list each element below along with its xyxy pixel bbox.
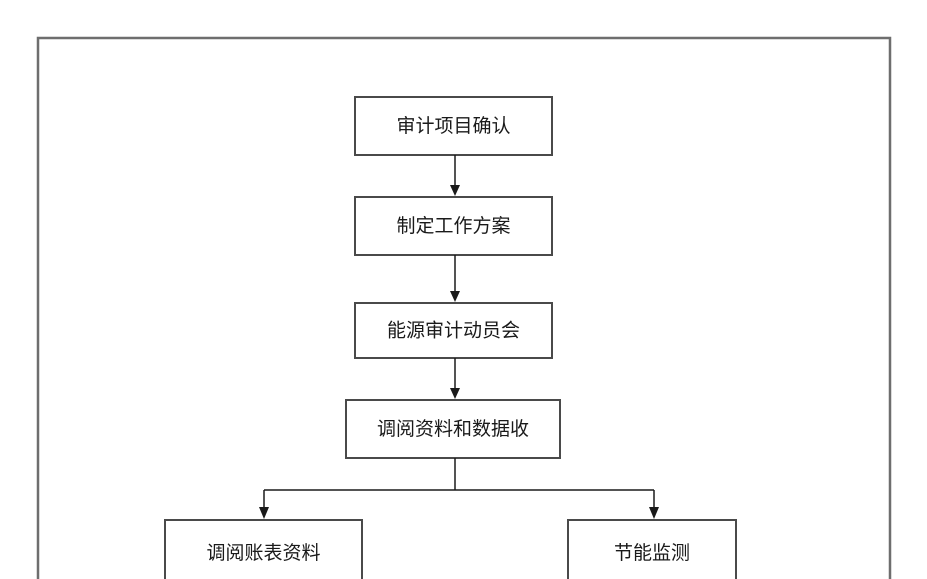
node-audit-project-confirmation: 审计项目确认 [354,96,553,156]
node-review-ledgers: 调阅账表资料 [164,519,363,579]
outer-frame [36,36,892,579]
node-label: 节能监测 [614,542,690,564]
node-kickoff-meeting: 能源审计动员会 [354,302,553,359]
node-work-plan: 制定工作方案 [354,196,553,256]
node-energy-monitoring: 节能监测 [567,519,737,579]
node-label: 审计项目确认 [396,115,510,137]
connector-arrow [450,155,460,196]
node-label: 能源审计动员会 [387,320,520,342]
node-data-collection: 调阅资料和数据收 [345,399,561,459]
node-label: 制定工作方案 [396,215,510,237]
node-label: 调阅账表资料 [206,542,320,564]
node-label: 调阅资料和数据收 [377,418,529,440]
connector-arrow [450,255,460,302]
connector-arrow [450,358,460,399]
branch-connector [259,458,659,519]
